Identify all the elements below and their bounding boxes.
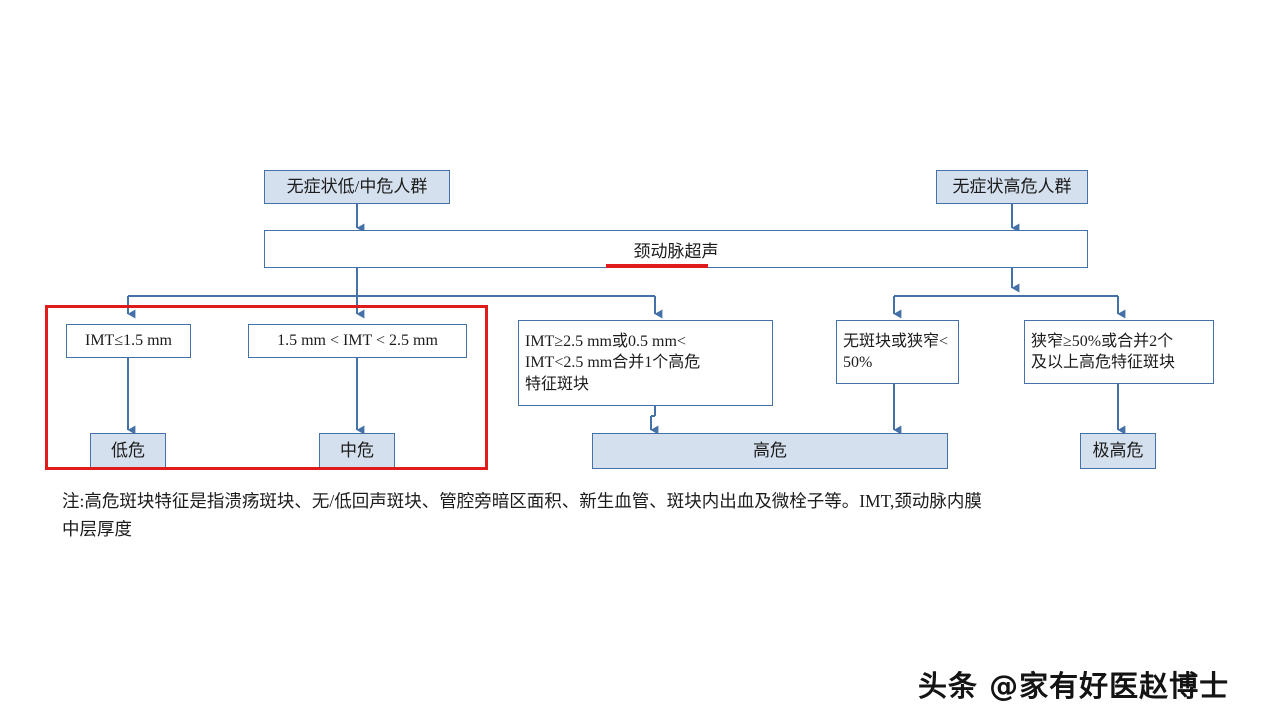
node-criteria-no-plaque[interactable]: 无斑块或狭窄< 50% <box>836 320 959 384</box>
node-carotid-ultrasound-label: 颈动脉超声 <box>633 241 719 261</box>
watermark-text: 头条 @家有好医赵博士 <box>918 669 1230 703</box>
node-criteria-imt-low[interactable]: IMT≤1.5 mm <box>66 324 191 358</box>
node-outcome-low-risk[interactable]: 低危 <box>90 433 166 469</box>
node-carotid-ultrasound[interactable]: 颈动脉超声 <box>264 230 1088 268</box>
node-outcome-very-high-risk[interactable]: 极高危 <box>1080 433 1156 469</box>
footnote-line-2: 中层厚度 <box>62 519 132 540</box>
node-criteria-imt-medium[interactable]: 1.5 mm < IMT < 2.5 mm <box>248 324 467 358</box>
node-criteria-stenosis-high[interactable]: 狭窄≥50%或合并2个 及以上高危特征斑块 <box>1024 320 1214 384</box>
footnote-block: 注:高危斑块特征是指溃疡斑块、无/低回声斑块、管腔旁暗区面积、新生血管、斑块内出… <box>62 487 1222 544</box>
node-asymptomatic-high-risk[interactable]: 无症状高危人群 <box>936 170 1088 204</box>
node-asymptomatic-low-medium-risk[interactable]: 无症状低/中危人群 <box>264 170 450 204</box>
footnote-line-1: 注:高危斑块特征是指溃疡斑块、无/低回声斑块、管腔旁暗区面积、新生血管、斑块内出… <box>62 491 982 511</box>
node-criteria-imt-high[interactable]: IMT≥2.5 mm或0.5 mm< IMT<2.5 mm合并1个高危 特征斑块 <box>518 320 773 406</box>
node-outcome-high-risk[interactable]: 高危 <box>592 433 948 469</box>
node-outcome-medium-risk[interactable]: 中危 <box>319 433 395 469</box>
carotid-ultrasound-red-underline <box>606 264 708 268</box>
